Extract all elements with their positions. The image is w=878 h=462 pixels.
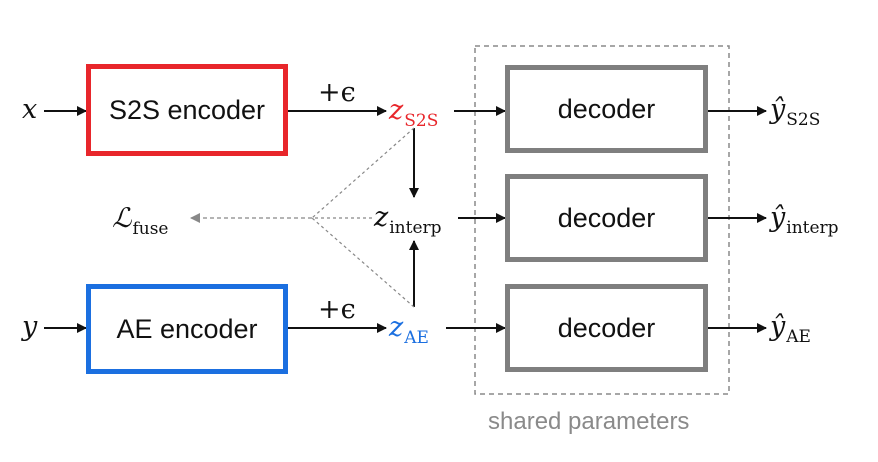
- input-x-label: x: [22, 94, 38, 125]
- latent-z-s2s: zS2S: [389, 95, 438, 130]
- output-y-interp: ŷinterp: [770, 202, 839, 237]
- ae-encoder-box: AE encoder: [86, 284, 288, 374]
- ae-encoder-label: AE encoder: [116, 313, 258, 344]
- decoder-label-ae: decoder: [557, 312, 656, 343]
- latent-z-s2s-sub: S2S: [404, 111, 439, 131]
- output-y-s2s-sub: S2S: [786, 110, 821, 130]
- output-y-ae-base: ŷ: [770, 311, 786, 342]
- input-x: x: [22, 96, 37, 123]
- decoder-label-s2s: decoder: [557, 93, 656, 124]
- input-y: y: [22, 313, 37, 340]
- output-y-interp-base: ŷ: [770, 202, 786, 233]
- latent-z-ae: zAE: [389, 312, 429, 347]
- input-y-label: y: [22, 311, 38, 342]
- latent-z-interp-base: z: [374, 202, 389, 233]
- output-y-interp-sub: interp: [786, 218, 839, 238]
- output-y-s2s-base: ŷ: [770, 94, 786, 125]
- decoder-box-ae: decoder: [505, 284, 708, 372]
- decoder-label-interp: decoder: [557, 202, 656, 233]
- loss-fuse: ℒfuse: [112, 203, 168, 238]
- decoder-box-s2s: decoder: [505, 65, 708, 153]
- output-y-ae-sub: AE: [786, 327, 811, 347]
- fuse-line-from-z-ae: [311, 217, 415, 308]
- noise-label-top: +ϵ: [318, 79, 356, 106]
- loss-fuse-base: ℒ: [112, 203, 132, 234]
- noise-label-top-text: +ϵ: [318, 77, 356, 108]
- latent-z-interp-sub: interp: [389, 218, 442, 238]
- latent-z-ae-sub: AE: [404, 328, 429, 348]
- shared-parameters-text: shared parameters: [488, 408, 690, 435]
- fuse-line-from-z-s2s: [311, 127, 415, 219]
- noise-label-bottom: +ϵ: [318, 296, 356, 323]
- decoder-box-interp: decoder: [505, 174, 708, 262]
- output-y-ae: ŷAE: [770, 311, 811, 346]
- output-y-s2s: ŷS2S: [770, 94, 820, 129]
- latent-z-ae-base: z: [389, 312, 404, 343]
- latent-z-interp: zinterp: [374, 202, 442, 237]
- noise-label-bottom-text: +ϵ: [318, 294, 356, 325]
- shared-parameters-group: [474, 45, 730, 395]
- latent-z-s2s-base: z: [389, 95, 404, 126]
- s2s-encoder-box: S2S encoder: [86, 64, 288, 156]
- loss-fuse-sub: fuse: [132, 219, 169, 239]
- s2s-encoder-label: S2S encoder: [108, 94, 266, 125]
- shared-parameters-label: shared parameters: [488, 408, 689, 436]
